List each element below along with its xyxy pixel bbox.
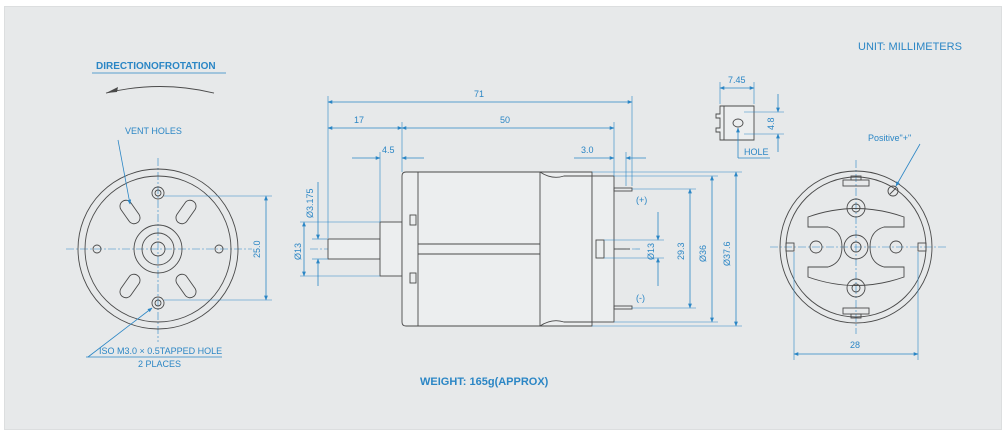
side-shaft xyxy=(327,238,381,260)
terminal-detail-hole xyxy=(732,118,744,128)
terminal-dim-7.45-label: 7.45 xyxy=(728,75,746,85)
terminal-plus-label: (+) xyxy=(636,195,647,205)
front-tapped-hole-bottom xyxy=(151,296,165,310)
front-boss-ring xyxy=(141,232,175,266)
rear-terminal-bottom-tab xyxy=(850,313,862,319)
front-boss-outer xyxy=(133,224,183,274)
vent-leader xyxy=(117,139,132,205)
front-vent-slot-3 xyxy=(119,273,141,299)
rotation-arc xyxy=(105,86,215,94)
rear-dim-28-label: 28 xyxy=(850,340,860,350)
side-end-cap xyxy=(591,175,615,323)
rotation-title: DIRECTIONOFROTATION xyxy=(96,61,216,72)
front-tapped-hole-top xyxy=(151,186,165,200)
front-view: VENT HOLES ISO M3.0 × 0.5TAPPED HOLE 2 P… xyxy=(66,126,272,369)
side-body-curve-top xyxy=(539,171,592,178)
side-dim-boss-label: Ø13 xyxy=(293,243,303,260)
rear-hole-bottom xyxy=(846,278,866,298)
terminal-detail-outline xyxy=(715,105,755,141)
rear-notch-left xyxy=(785,242,795,252)
side-dim-rear-boss-label: Ø13 xyxy=(646,243,656,260)
side-terminal-minus xyxy=(613,305,633,310)
side-body xyxy=(401,171,593,327)
tapped-hole-count: 2 PLACES xyxy=(138,359,181,369)
tapped-hole-leader xyxy=(87,307,153,358)
side-dim-36-label: Ø36 xyxy=(698,245,708,262)
side-dim-29.3-label: 29.3 xyxy=(676,242,686,260)
positive-leader xyxy=(895,143,921,187)
rear-side-hole-right xyxy=(889,240,903,254)
positive-label: Positive"+" xyxy=(868,133,911,143)
front-vent-slot-2 xyxy=(175,199,197,225)
terminal-detail: 7.45 4.8 HOLE xyxy=(715,75,784,159)
vent-holes-label: VENT HOLES xyxy=(125,126,182,136)
rear-positive-marker xyxy=(887,185,899,197)
side-dim-37.6-label: Ø37.6 xyxy=(722,241,732,266)
hole-label: HOLE xyxy=(744,147,769,157)
front-tapped-hole-top-inner xyxy=(154,189,162,197)
rear-shaft xyxy=(850,241,862,253)
front-vent-slot-4 xyxy=(175,273,197,299)
front-dim-25-label: 25.0 xyxy=(252,240,262,258)
rear-view: Positive"+" 28 xyxy=(770,133,946,360)
front-small-hole-left xyxy=(92,244,102,254)
front-vent-slot-1 xyxy=(119,199,141,225)
side-body-tab-bottom xyxy=(409,272,417,284)
rear-brush-holder xyxy=(807,208,905,286)
rear-hole-top-inner xyxy=(851,203,861,213)
side-rear-boss xyxy=(595,239,605,259)
rear-notch-right xyxy=(917,242,927,252)
rear-positive-marker-slash xyxy=(889,187,897,195)
side-dim-shaft-label: Ø3.175 xyxy=(305,188,315,218)
front-shaft xyxy=(150,241,166,257)
rear-boss xyxy=(843,234,869,260)
rotation-arrow-icon xyxy=(106,87,118,93)
front-inner-circle xyxy=(84,175,232,323)
side-dim-50-label: 50 xyxy=(500,115,510,125)
rear-outer-circle xyxy=(779,170,933,324)
front-tapped-hole-bottom-inner xyxy=(154,299,162,307)
rear-terminal-top-tab xyxy=(850,175,862,181)
terminal-minus-label: (-) xyxy=(636,293,645,303)
front-small-hole-right xyxy=(214,244,224,254)
side-dim-4.5-label: 4.5 xyxy=(382,145,395,155)
side-body-tab-top xyxy=(409,214,417,226)
side-terminal-plus xyxy=(613,187,633,192)
terminal-dim-4.8-label: 4.8 xyxy=(766,117,776,130)
side-dim-17-label: 17 xyxy=(354,115,364,125)
side-body-curve-bottom xyxy=(539,320,592,327)
rear-hole-bottom-inner xyxy=(851,283,861,293)
side-dim-3.0-label: 3.0 xyxy=(581,145,594,155)
rear-hole-top xyxy=(846,198,866,218)
front-outer-circle xyxy=(77,168,239,330)
side-view: (+) (-) 71 17 50 4.5 3.0 Ø3.175 Ø13 xyxy=(293,89,742,327)
rear-side-hole-left xyxy=(809,240,823,254)
side-front-boss xyxy=(379,221,403,277)
side-dim-71-label: 71 xyxy=(474,89,484,99)
tapped-hole-label: ISO M3.0 × 0.5TAPPED HOLE xyxy=(99,346,222,356)
unit-label: UNIT: MILLIMETERS xyxy=(858,41,962,53)
weight-label: WEIGHT: 165g(APPROX) xyxy=(420,376,549,388)
